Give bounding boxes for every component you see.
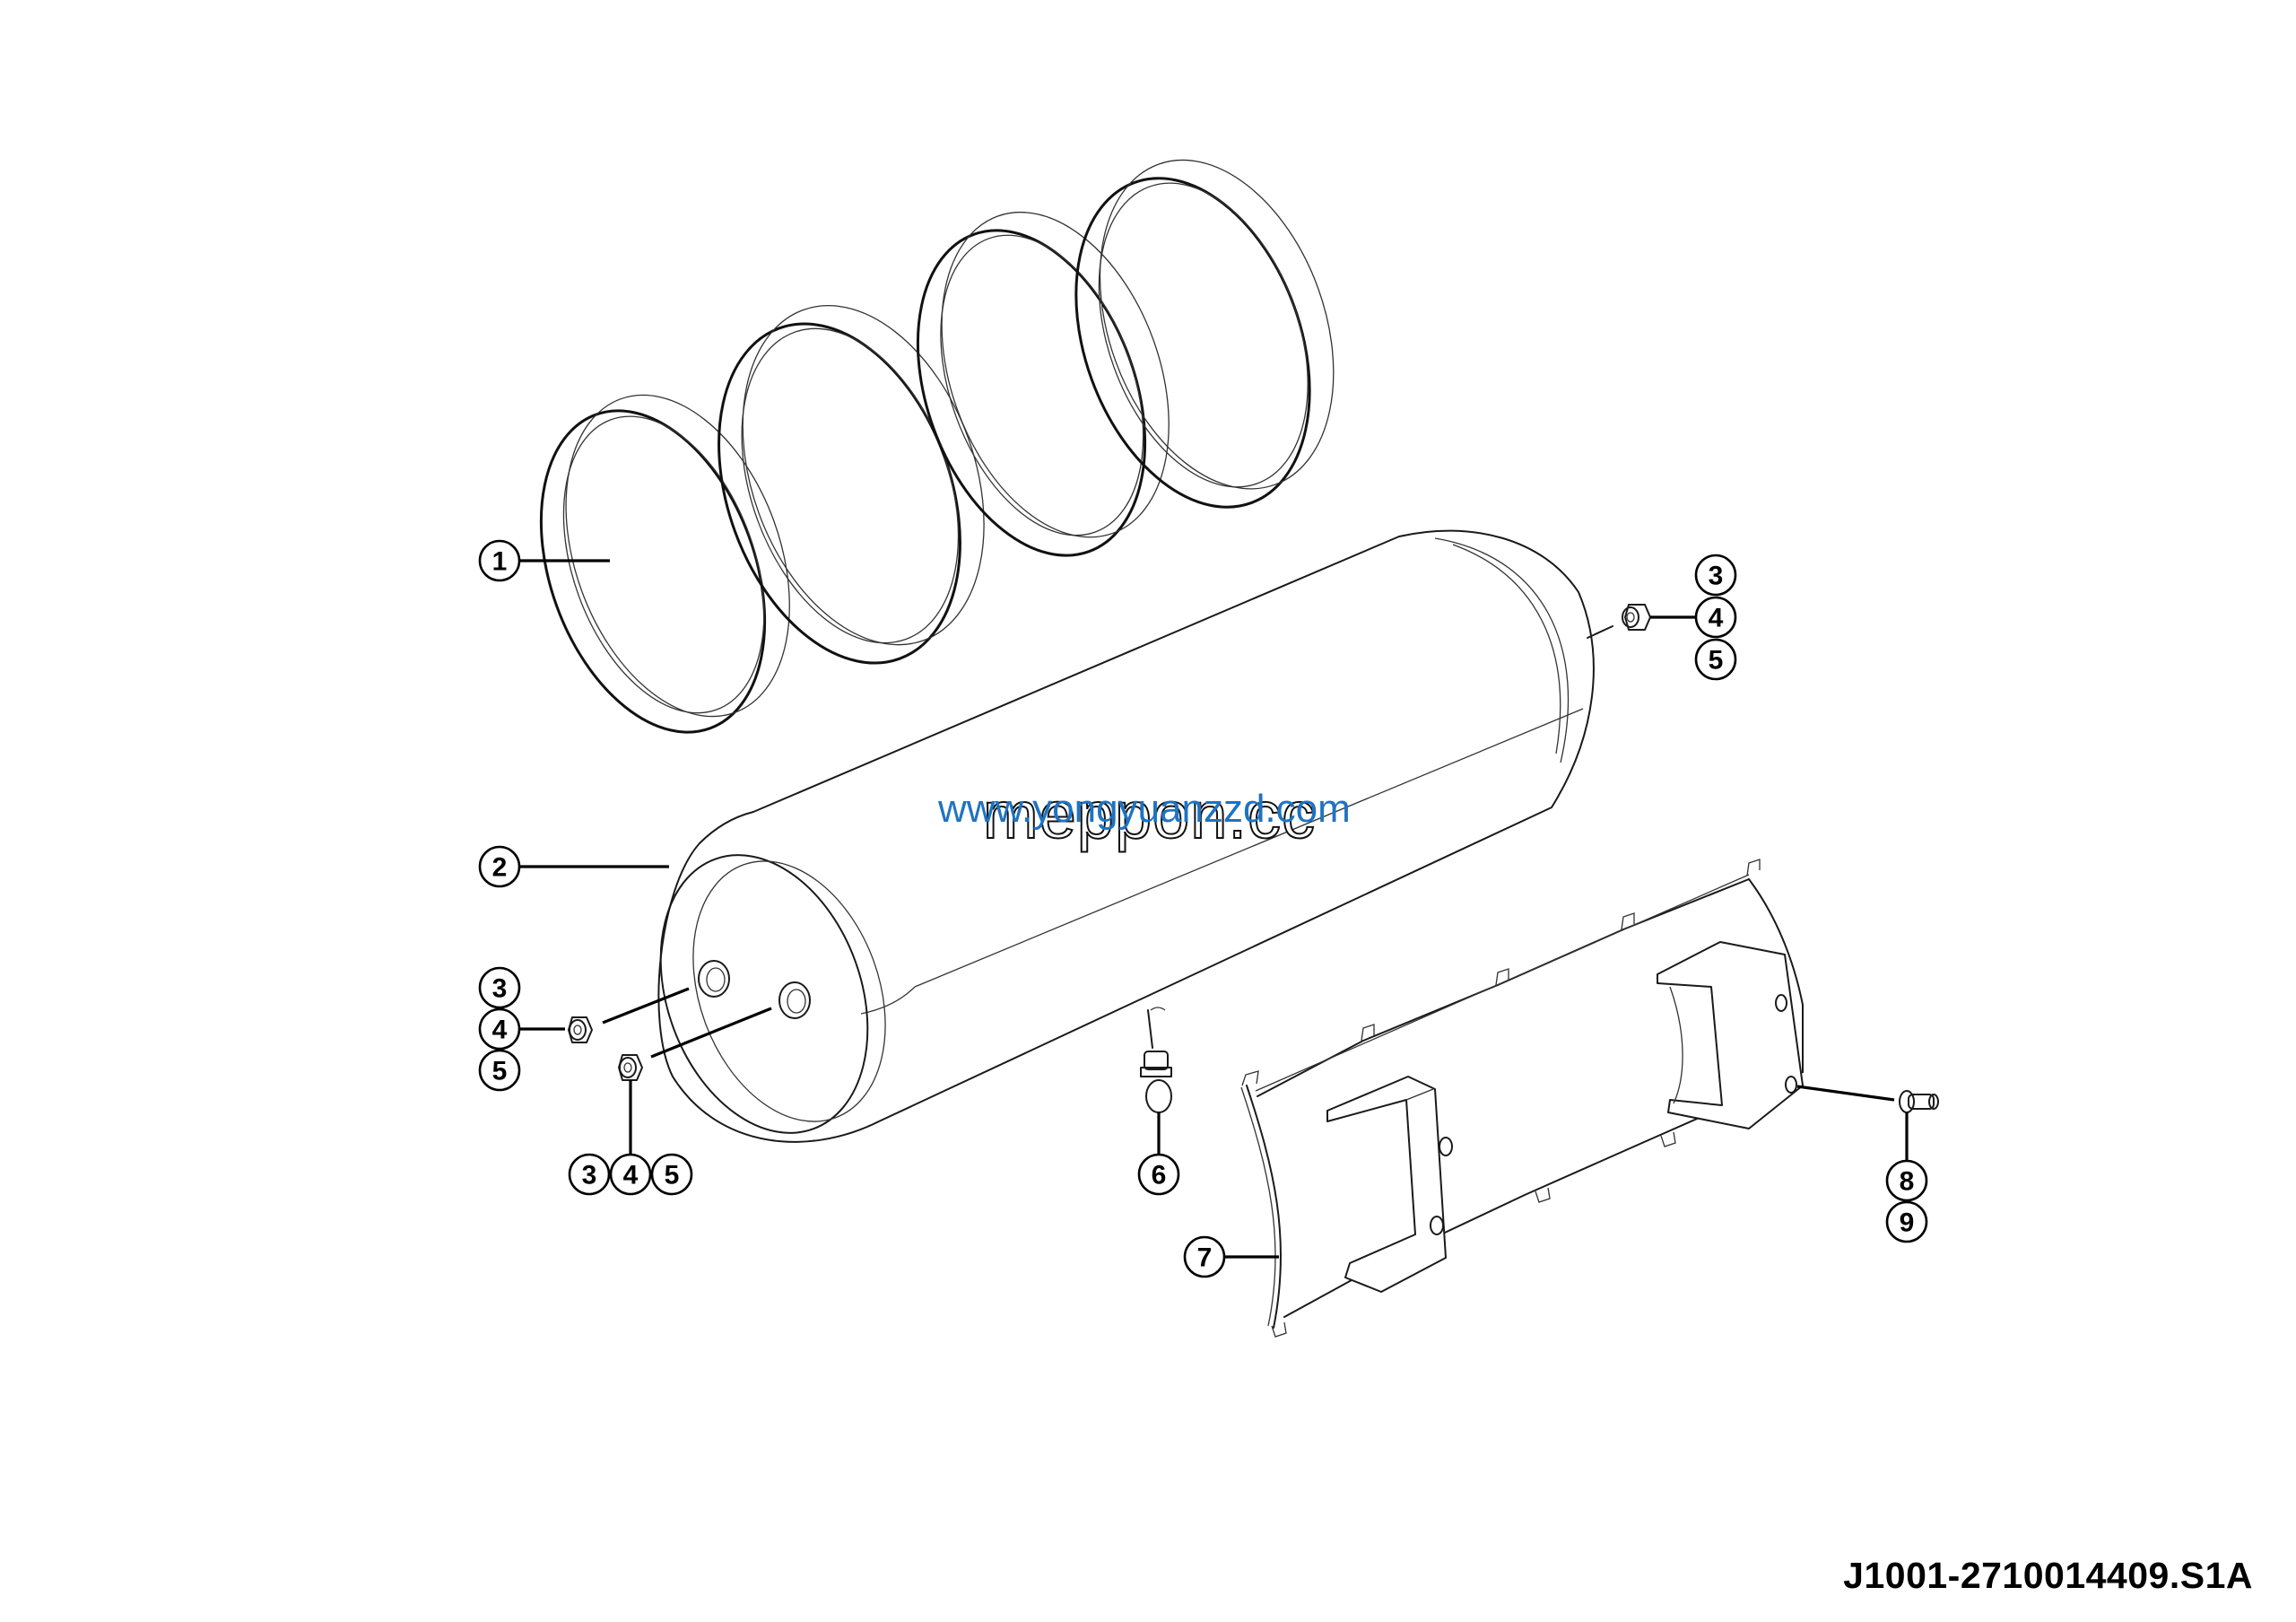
watermark-outline: meppon.cc xyxy=(982,778,1316,852)
ring-4 xyxy=(1074,159,1335,509)
callout-8[interactable]: 8 xyxy=(1885,1159,1928,1202)
callout-2[interactable]: 2 xyxy=(478,845,521,888)
callout-3-left[interactable]: 3 xyxy=(478,966,521,1009)
callout-3-bottom[interactable]: 3 xyxy=(568,1153,611,1196)
callout-9[interactable]: 9 xyxy=(1885,1200,1928,1243)
ring-2 xyxy=(718,305,985,665)
svg-text:6: 6 xyxy=(1152,1161,1167,1190)
callout-5-bottom[interactable]: 5 xyxy=(650,1153,693,1196)
svg-text:8: 8 xyxy=(1900,1167,1915,1197)
svg-text:3: 3 xyxy=(492,974,508,1004)
callout-6[interactable]: 6 xyxy=(1137,1153,1180,1196)
svg-text:9: 9 xyxy=(1900,1208,1915,1238)
svg-text:4: 4 xyxy=(492,1016,508,1045)
strap-rings xyxy=(539,159,1335,734)
saddle-right xyxy=(1657,941,1804,1129)
callout-4-bottom[interactable]: 4 xyxy=(609,1153,652,1196)
watermark-url: www.yongyuanzzd.com xyxy=(938,787,1351,831)
cradle-bracket xyxy=(1225,859,1804,1338)
drain-valve xyxy=(1140,1009,1172,1155)
callout-4-right[interactable]: 4 xyxy=(1694,596,1737,639)
callout-3-right[interactable]: 3 xyxy=(1694,554,1737,597)
ring-3 xyxy=(916,211,1170,557)
svg-text:2: 2 xyxy=(492,853,508,883)
svg-text:5: 5 xyxy=(492,1057,508,1086)
svg-text:3: 3 xyxy=(582,1161,597,1190)
callout-1[interactable]: 1 xyxy=(478,539,521,582)
left-end-fitting-upper xyxy=(520,987,690,1043)
air-tank xyxy=(657,529,1595,1143)
svg-text:3: 3 xyxy=(1709,562,1724,591)
svg-text:7: 7 xyxy=(1197,1243,1213,1273)
right-end-fitting xyxy=(1587,604,1695,639)
svg-text:1: 1 xyxy=(492,547,508,577)
ring-1 xyxy=(539,394,790,734)
svg-text:4: 4 xyxy=(1709,604,1724,633)
drawing-number: J1001-2710014409.S1A xyxy=(1843,1555,2253,1596)
callout-4-left[interactable]: 4 xyxy=(478,1007,521,1051)
left-end-fitting-lower xyxy=(618,1007,772,1155)
callout-7[interactable]: 7 xyxy=(1183,1235,1226,1278)
svg-text:4: 4 xyxy=(623,1161,639,1190)
tank-port-lower xyxy=(778,981,811,1019)
callout-5-left[interactable]: 5 xyxy=(478,1049,521,1092)
svg-text:5: 5 xyxy=(665,1161,680,1190)
tank-port-upper xyxy=(698,960,730,998)
svg-text:5: 5 xyxy=(1709,646,1724,676)
bracket-tabs xyxy=(1241,859,1761,1338)
saddle-left xyxy=(1326,1076,1453,1293)
bracket-bolt xyxy=(1796,1085,1939,1161)
callout-5-right[interactable]: 5 xyxy=(1694,638,1737,681)
